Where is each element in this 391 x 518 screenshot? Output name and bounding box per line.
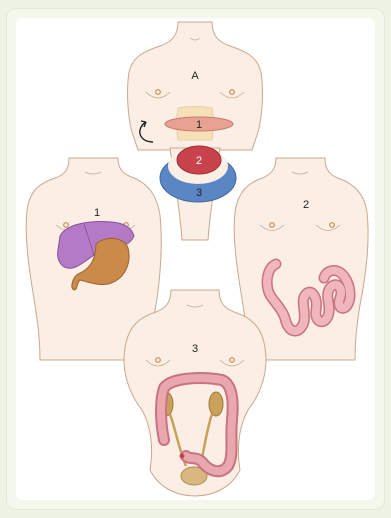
figure-a-label: A xyxy=(191,70,199,82)
zone-3-label: 3 xyxy=(196,187,202,199)
right-kidney xyxy=(209,392,223,416)
panel-3-label: 3 xyxy=(192,343,198,355)
torso-3-body xyxy=(124,290,266,496)
panel-1-label: 1 xyxy=(94,207,100,219)
zone-2-label: 2 xyxy=(196,155,202,167)
panel-2-label: 2 xyxy=(303,199,309,211)
zone-1-label: 1 xyxy=(196,119,202,131)
torso-3: 3 xyxy=(124,290,266,496)
